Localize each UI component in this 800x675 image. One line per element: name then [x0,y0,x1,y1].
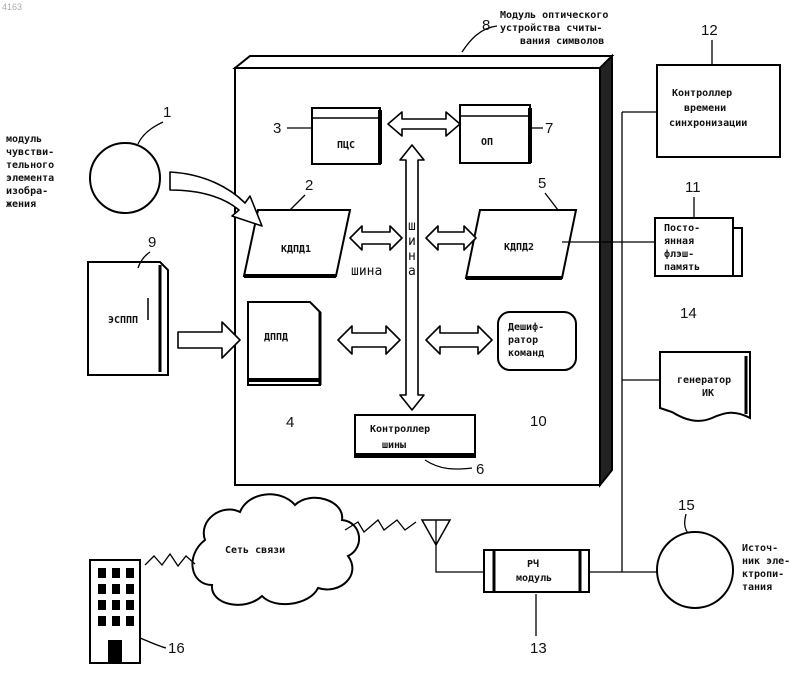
bus-horizontal-label: шина [351,264,382,279]
network-label: Сеть связи [225,545,285,556]
number-9: 9 [148,234,156,251]
dppd-block [248,302,320,385]
decoder-label: Дешиф- ратор команд [508,321,550,359]
wireless-link-building [145,554,195,566]
number-7: 7 [545,120,553,137]
power-source-circle [657,532,733,608]
kdpd1-label: КДПД1 [281,244,311,255]
building-icon [90,560,140,663]
number-10: 10 [530,413,547,430]
image-sensor-label: модуль чувстви- тельного элемента изобра… [6,134,60,210]
espp-label: ЭСППП [108,315,138,326]
dppd-label: ДППД [264,332,288,343]
corner-stamp: 4163 [2,2,22,12]
image-sensor-circle [90,143,160,213]
kdpd2-label: КДПД2 [504,242,534,253]
espp-to-dppd-arrow [178,322,240,358]
number-12: 12 [701,22,718,39]
number-3: 3 [273,120,281,137]
module-title: Модуль оптического устройства считы- ван… [500,10,614,47]
antenna-line [436,545,484,572]
number-4: 4 [286,414,294,431]
bus-controller-block [355,415,475,457]
pcs-label: ПЦС [337,140,355,151]
ir-generator-block [660,352,750,421]
number-1: 1 [163,104,171,121]
leader-8 [462,26,497,52]
power-source-label: Источ- ник эле- ктропи- тания [742,543,796,593]
number-13: 13 [530,640,547,657]
antenna-icon [422,520,450,545]
number-6: 6 [476,461,484,478]
number-16: 16 [168,640,185,657]
rf-module-block [484,550,589,592]
number-5: 5 [538,175,546,192]
pcs-block [312,108,380,164]
number-11: 11 [685,179,701,196]
op-block [460,105,530,163]
number-8: 8 [482,17,490,34]
number-15: 15 [678,497,695,514]
op-label: ОП [481,137,493,148]
number-14: 14 [680,305,697,322]
number-2: 2 [305,177,313,194]
